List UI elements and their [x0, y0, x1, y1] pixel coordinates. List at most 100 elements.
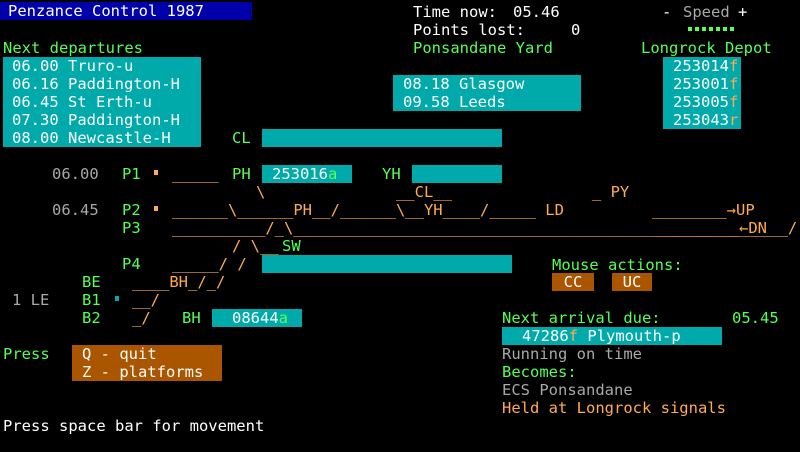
- track-segment: __/: [132, 291, 160, 309]
- yh-label: YH: [382, 165, 401, 183]
- loco-flag: f: [729, 75, 739, 93]
- arrival-heading: Next arrival due:: [502, 309, 661, 327]
- loco-number: 08644: [232, 309, 279, 327]
- movement-hint: Press space bar for movement: [3, 417, 265, 435]
- bh-label: BH: [182, 309, 201, 327]
- platform-p3[interactable]: P3: [122, 219, 141, 237]
- speed-dot: [716, 27, 720, 31]
- becomes-label: Becomes:: [502, 363, 577, 381]
- yard-heading: Ponsandane Yard: [413, 39, 553, 57]
- yard-dest: Leeds: [459, 93, 506, 111]
- departure-time: 06.16: [12, 75, 59, 93]
- arrival-train-bar: [502, 327, 722, 345]
- speed-label: Speed: [683, 3, 730, 21]
- p2-signal[interactable]: [154, 206, 158, 211]
- depot-loco[interactable]: 253005f: [673, 93, 738, 111]
- yh-track-block[interactable]: [412, 165, 502, 183]
- departure-time: 08.00: [12, 129, 59, 147]
- departures-list: [3, 57, 201, 147]
- arrival-note: Held at Longrock signals: [502, 399, 726, 417]
- departure-row: 08.00 Newcastle-H: [12, 129, 171, 147]
- uc-button[interactable]: UC: [612, 273, 652, 291]
- speed-decrease-button[interactable]: -: [662, 3, 672, 21]
- speed-dot: [709, 27, 713, 31]
- track-segment: _____: [172, 165, 238, 183]
- bh-loco[interactable]: 08644a: [232, 309, 288, 327]
- p2-time: 06.45: [52, 201, 99, 219]
- speed-dot: [730, 27, 734, 31]
- departure-dest: Paddington-H: [68, 75, 180, 93]
- yard-time: 09.58: [403, 93, 450, 111]
- p4-track-block[interactable]: [262, 255, 512, 273]
- track-segment: / \__: [232, 237, 279, 255]
- departures-heading: Next departures: [3, 39, 143, 57]
- points-value: 0: [571, 21, 581, 39]
- quit-label: Q - quit: [82, 345, 157, 363]
- speed-dot: [688, 27, 692, 31]
- mouse-actions-heading: Mouse actions:: [552, 256, 683, 274]
- loco-flag: a: [328, 165, 338, 183]
- time-label: Time now:: [413, 3, 497, 21]
- arrival-train[interactable]: 47286f Plymouth-p: [522, 327, 681, 345]
- platforms-button[interactable]: Z - platforms: [72, 363, 222, 381]
- departure-row: 06.45 St Erth-u: [12, 93, 152, 111]
- track-segment: ____BH_/_/: [132, 273, 226, 291]
- depot-loco[interactable]: 253001f: [673, 75, 738, 93]
- departure-time: 07.30: [12, 111, 59, 129]
- siding-b1[interactable]: B1: [82, 291, 101, 309]
- ph-track-block[interactable]: [262, 165, 352, 183]
- depot-loco[interactable]: 253043r: [673, 111, 738, 129]
- loco-flag: f: [729, 57, 739, 75]
- loco-flag: a: [278, 309, 289, 327]
- b1-note: 1 LE: [12, 291, 50, 309]
- yard-row: 09.58 Leeds: [403, 93, 506, 111]
- depot-loco[interactable]: 253014f: [673, 57, 738, 75]
- arrival-status: Running on time: [502, 345, 642, 363]
- bh-track-block[interactable]: [212, 309, 302, 327]
- sw-label: SW: [282, 237, 301, 255]
- becomes-value: ECS Ponsandane: [502, 381, 633, 399]
- depot-list: [663, 57, 741, 129]
- platforms-label: Z - platforms: [82, 363, 204, 381]
- track-segment: _/: [132, 309, 151, 327]
- departure-row: 07.30 Paddington-H: [12, 111, 180, 129]
- quit-button[interactable]: Q - quit: [72, 345, 222, 363]
- loco-number: 253005: [673, 93, 729, 111]
- press-label: Press: [3, 345, 50, 363]
- title-bar: [0, 2, 252, 20]
- time-value: 05.46: [513, 3, 560, 21]
- down-line: _________←DN: [655, 219, 767, 237]
- yard-dest: Glasgow: [459, 75, 525, 93]
- departure-dest: Paddington-H: [68, 111, 180, 129]
- departure-dest: Truro-u: [68, 57, 134, 75]
- loco-number: 47286: [522, 327, 569, 345]
- track-segment: _____/ /: [172, 255, 247, 273]
- depot-heading: Longrock Depot: [641, 39, 772, 57]
- loco-flag: r: [729, 111, 739, 129]
- cc-button[interactable]: CC: [552, 273, 594, 291]
- b1-signal[interactable]: [115, 296, 119, 301]
- speed-increase-button[interactable]: +: [738, 3, 748, 21]
- up-line: ________→UP: [652, 201, 755, 219]
- platform-p4[interactable]: P4: [122, 255, 141, 273]
- loco-number: 253014: [673, 57, 729, 75]
- p1-time: 06.00: [52, 165, 99, 183]
- cl-track-block[interactable]: [262, 129, 502, 147]
- platform-p2[interactable]: P2: [122, 201, 141, 219]
- loco-number: 253001: [673, 75, 729, 93]
- platform-p1[interactable]: P1: [122, 165, 141, 183]
- siding-be[interactable]: BE: [82, 273, 101, 291]
- yard-row: 08.18 Glasgow: [403, 75, 524, 93]
- arrival-time: 05.45: [732, 309, 779, 327]
- loco-number: 253043: [673, 111, 729, 129]
- p1-signal[interactable]: [154, 170, 158, 175]
- arrival-dest: Plymouth-p: [587, 327, 681, 345]
- departure-dest: St Erth-u: [68, 93, 153, 111]
- speed-dot: [695, 27, 699, 31]
- loco-flag: f: [729, 93, 739, 111]
- ph-loco[interactable]: 253016a: [272, 165, 337, 183]
- departure-row: 06.00 Truro-u: [12, 57, 133, 75]
- departure-row: 06.16 Paddington-H: [12, 75, 180, 93]
- yard-list: [393, 75, 581, 111]
- siding-b2[interactable]: B2: [82, 309, 101, 327]
